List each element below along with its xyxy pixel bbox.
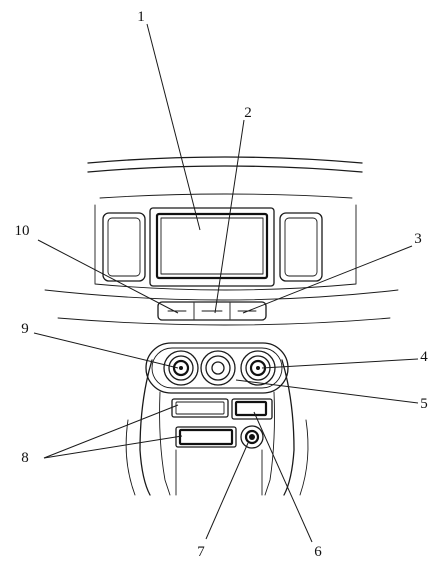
center-display: [149, 207, 275, 287]
lower-left-console-panel: [175, 426, 237, 448]
right-climate-dial: [240, 350, 276, 386]
round-knob: [240, 425, 264, 449]
leader-8a: [43, 404, 179, 459]
callout-9: 9: [21, 321, 29, 337]
leader-10: [37, 239, 179, 314]
center-button-row: [157, 301, 267, 321]
left-climate-dial: [163, 350, 199, 386]
leader-3: [242, 245, 413, 314]
right-side-vent: [279, 212, 323, 282]
callout-1: 1: [137, 9, 145, 25]
leader-9: [33, 332, 179, 369]
callout-7: 7: [197, 544, 205, 560]
callout-6: 6: [314, 544, 322, 560]
leader-2: [214, 119, 245, 314]
leader-5: [235, 379, 419, 404]
leader-4: [261, 358, 419, 369]
left-side-vent: [102, 212, 146, 282]
callout-5: 5: [420, 396, 428, 412]
accessory-socket-box: [231, 398, 273, 420]
callout-4: 4: [420, 349, 428, 365]
climate-vent-housing: [145, 342, 289, 394]
callout-2: 2: [244, 105, 252, 121]
leader-6: [253, 411, 313, 543]
dashboard-top-trim: [87, 156, 363, 199]
callout-10: 10: [15, 223, 30, 239]
upper-left-console-panel: [171, 398, 229, 418]
leader-1: [146, 23, 201, 231]
leader-lines: [33, 23, 419, 543]
middle-climate-dial: [200, 350, 236, 386]
instrument-panel: [44, 204, 399, 326]
callout-3: 3: [414, 231, 422, 247]
callout-8: 8: [21, 450, 29, 466]
callout-labels: 1 2 3 4 5 6 7 8 9 10: [15, 9, 429, 560]
leader-8b: [43, 435, 183, 459]
center-console: [125, 359, 309, 496]
leader-7: [205, 442, 249, 540]
